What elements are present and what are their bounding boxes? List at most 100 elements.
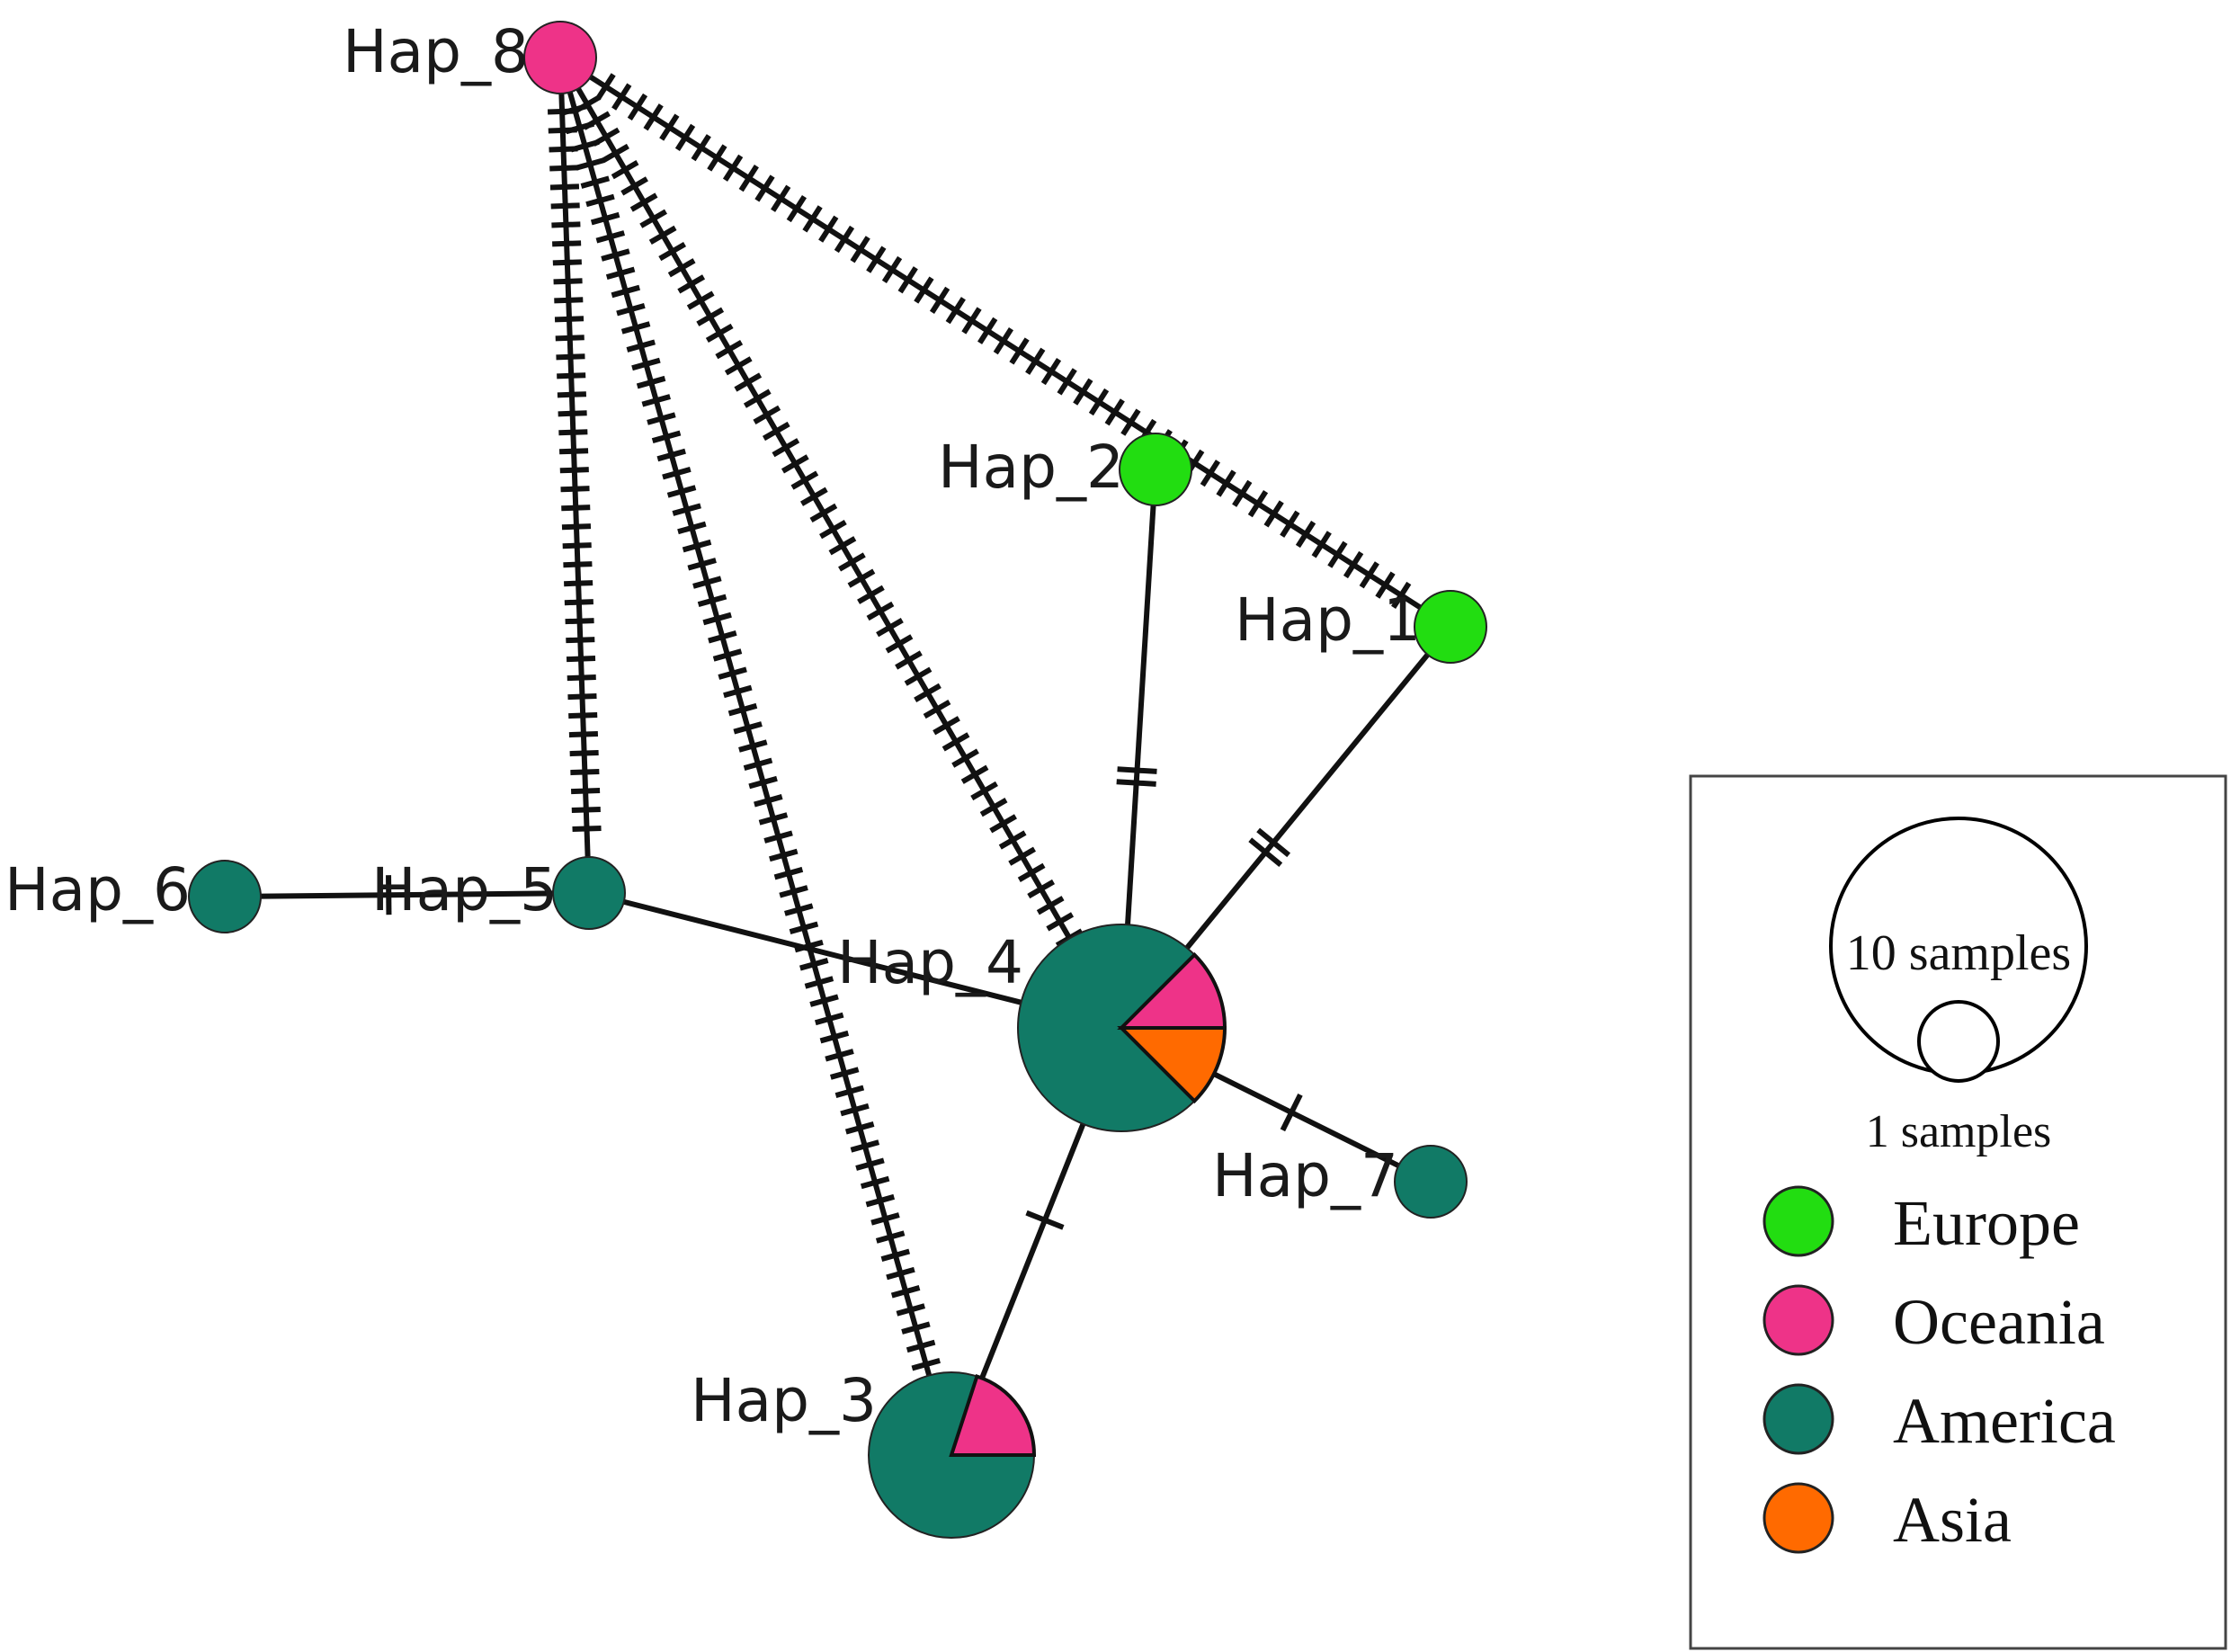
mutation-tick [1295, 520, 1316, 549]
mutation-tick [672, 503, 701, 516]
mutation-tick [595, 230, 626, 244]
mutation-tick [799, 958, 829, 971]
mutation-tick [1280, 1094, 1303, 1132]
mutation-tick [1391, 581, 1412, 610]
label-hap_5: Hap_5 [371, 855, 558, 924]
mutation-tick [647, 412, 676, 425]
mutation-tick [886, 1266, 915, 1281]
mutation-tick [554, 316, 585, 323]
network-nodes [188, 21, 1487, 1539]
node-hap_1 [1414, 590, 1487, 664]
mutation-tick [674, 123, 696, 151]
node-slice-europe [1414, 590, 1487, 664]
edge-hap_6-hap_5 [224, 890, 590, 899]
mutation-tick [789, 921, 819, 935]
node-slice-america [1394, 1145, 1468, 1219]
mutation-tick [564, 599, 593, 606]
label-hap_7: Hap_7 [1212, 1141, 1398, 1210]
label-hap_4: Hap_4 [837, 928, 1023, 997]
legend-label-america: America [1893, 1385, 2116, 1457]
mutation-tick [1017, 862, 1046, 882]
mutation-tick [1046, 912, 1075, 932]
mutation-tick [568, 731, 599, 738]
mutation-tick [857, 585, 885, 604]
mutation-tick [562, 542, 592, 549]
mutation-tick [847, 568, 876, 588]
mutation-tick [565, 121, 595, 135]
mutation-tick [567, 693, 597, 701]
mutation-tick [1311, 531, 1332, 558]
mutation-tick [904, 666, 933, 686]
mutation-tick [677, 274, 706, 294]
mutation-tick [611, 83, 632, 111]
mutation-tick [656, 448, 686, 462]
mutation-tick [558, 410, 587, 417]
mutation-tick [1200, 460, 1221, 487]
mutation-tick [1280, 510, 1300, 538]
label-hap_8: Hap_8 [343, 17, 529, 86]
mutation-tick [734, 372, 763, 392]
mutation-tick [772, 438, 800, 458]
mutation-tick [602, 143, 629, 164]
mutation-tick [558, 429, 588, 436]
legend-swatch-europe [1762, 1185, 1834, 1257]
mutation-tick [552, 259, 582, 266]
mutation-tick [906, 1339, 936, 1353]
mutation-tick [1057, 368, 1077, 396]
mutation-tick [641, 394, 671, 407]
mutation-tick [691, 134, 711, 162]
mutation-tick [754, 174, 775, 202]
mutation-tick [781, 454, 809, 474]
mutation-tick [626, 339, 656, 353]
mutation-tick [945, 297, 966, 325]
mutation-tick [951, 748, 979, 768]
mutation-tick [550, 202, 580, 210]
mutation-tick [636, 375, 666, 389]
mutation-tick [960, 764, 989, 784]
mutation-tick [557, 391, 587, 398]
mutation-tick [860, 1175, 890, 1190]
mutation-tick [567, 674, 596, 682]
mutation-tick [850, 236, 870, 263]
mutation-tick [667, 258, 696, 278]
mutation-tick [834, 225, 855, 254]
mutation-tick [743, 388, 772, 408]
mutation-tick [724, 356, 753, 376]
node-slice-oceania [523, 21, 597, 94]
mutation-tick [875, 1230, 906, 1244]
mutation-tick [1027, 879, 1056, 899]
mutation-tick [715, 340, 744, 360]
mutation-tick [666, 485, 697, 498]
mutation-tick [779, 885, 808, 898]
mutation-tick [590, 211, 620, 226]
mutation-tick [571, 806, 601, 814]
mutation-tick [743, 757, 773, 771]
node-hap_6 [188, 860, 262, 933]
mutation-tick [901, 1321, 931, 1335]
mutation-tick [727, 702, 758, 717]
mutation-tick [564, 580, 593, 587]
mutation-tick [933, 716, 960, 736]
mutation-tick [809, 994, 839, 1007]
mutation-tick [850, 1139, 880, 1153]
mutation-tick [1073, 378, 1093, 406]
mutation-tick [611, 284, 640, 299]
mutation-tick [989, 814, 1017, 834]
mutation-tick [979, 798, 1008, 817]
node-hap_4 [1017, 924, 1227, 1132]
node-hap_3 [868, 1371, 1037, 1539]
mutation-tick [838, 552, 866, 572]
node-slice-america [188, 860, 262, 933]
mutation-tick [866, 601, 895, 621]
mutation-tick [639, 209, 667, 228]
node-slice-europe [1119, 433, 1192, 506]
mutation-tick [855, 1157, 885, 1171]
mutation-tick [929, 286, 950, 314]
mutation-tick [769, 848, 799, 862]
mutation-tick [748, 775, 778, 790]
legend-label-europe: Europe [1893, 1187, 2080, 1259]
mutation-tick [723, 684, 753, 699]
mutation-tick [784, 903, 814, 916]
